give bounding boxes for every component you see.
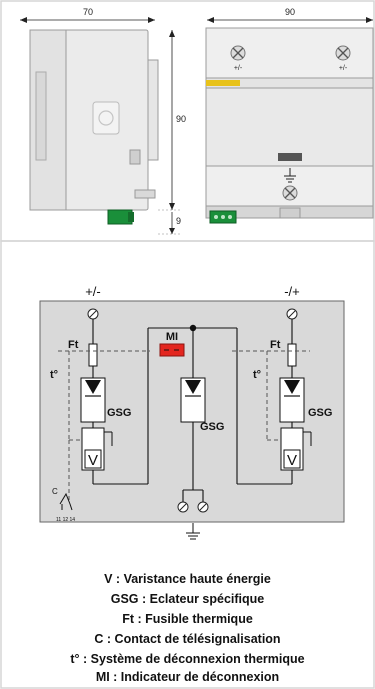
legend-line: V : Varistance haute énergie — [104, 572, 271, 586]
terminal-icon — [87, 308, 99, 320]
t-left-label: t° — [50, 369, 58, 381]
svg-text:11 12 14: 11 12 14 — [56, 517, 75, 523]
bottom-frame — [0, 240, 375, 689]
legend-line: C : Contact de télésignalisation — [94, 632, 281, 646]
legend-line: MI : Indicateur de déconnexion — [95, 670, 280, 684]
gsg-center-label: GSG — [200, 421, 224, 433]
front-width-label: 90 — [285, 7, 295, 17]
side-view — [29, 29, 159, 225]
terminal-right-label: -/+ — [284, 284, 300, 299]
yellow-indicator — [206, 80, 240, 86]
gsg-left-icon — [85, 380, 101, 394]
ground-icon — [284, 168, 296, 183]
terminal-icon — [177, 501, 189, 513]
ft-left-label: Ft — [68, 339, 79, 351]
fuse-right — [287, 343, 297, 367]
gsg-center-icon — [185, 380, 201, 394]
ft-right-label: Ft — [270, 339, 281, 351]
screw-icon — [282, 185, 298, 201]
base-height-label: 9 — [176, 216, 181, 226]
terminal-icon — [197, 501, 209, 513]
terminal-icon — [286, 308, 298, 320]
screw-icon — [335, 45, 351, 61]
legend-line: GSG : Eclateur spécifique — [110, 592, 265, 606]
gsg-right-icon — [284, 380, 300, 394]
height-dimension: 90 9 — [158, 30, 186, 235]
legend-line: Ft : Fusible thermique — [122, 612, 253, 626]
t-right-label: t° — [253, 369, 261, 381]
screw-icon — [230, 45, 246, 61]
side-width-dimension: 70 — [20, 7, 155, 23]
gsg-left-label: GSG — [107, 407, 131, 419]
ground-icon — [186, 523, 200, 540]
fuse-left — [88, 343, 98, 367]
terminal-left-label: +/- — [85, 284, 101, 299]
wiring-diagram: +/- -/+ V C 11 12 14 — [39, 284, 345, 540]
mi-label: MI — [166, 331, 178, 343]
height-label: 90 — [176, 114, 186, 124]
status-window — [278, 153, 302, 161]
front-view: +/- +/- — [205, 27, 374, 224]
mi-indicator — [159, 343, 185, 357]
v-right-label: V — [287, 452, 297, 469]
front-width-dimension: 90 — [207, 7, 373, 23]
front-label-right: +/- — [339, 65, 348, 72]
v-left-label: V — [88, 452, 98, 469]
legend-line: t° : Système de déconnexion thermique — [70, 652, 305, 666]
gsg-right-label: GSG — [308, 407, 332, 419]
front-label-left: +/- — [234, 65, 243, 72]
contact-switch-icon — [59, 492, 73, 511]
c-label: C — [52, 487, 58, 496]
side-width-label: 70 — [83, 7, 93, 17]
